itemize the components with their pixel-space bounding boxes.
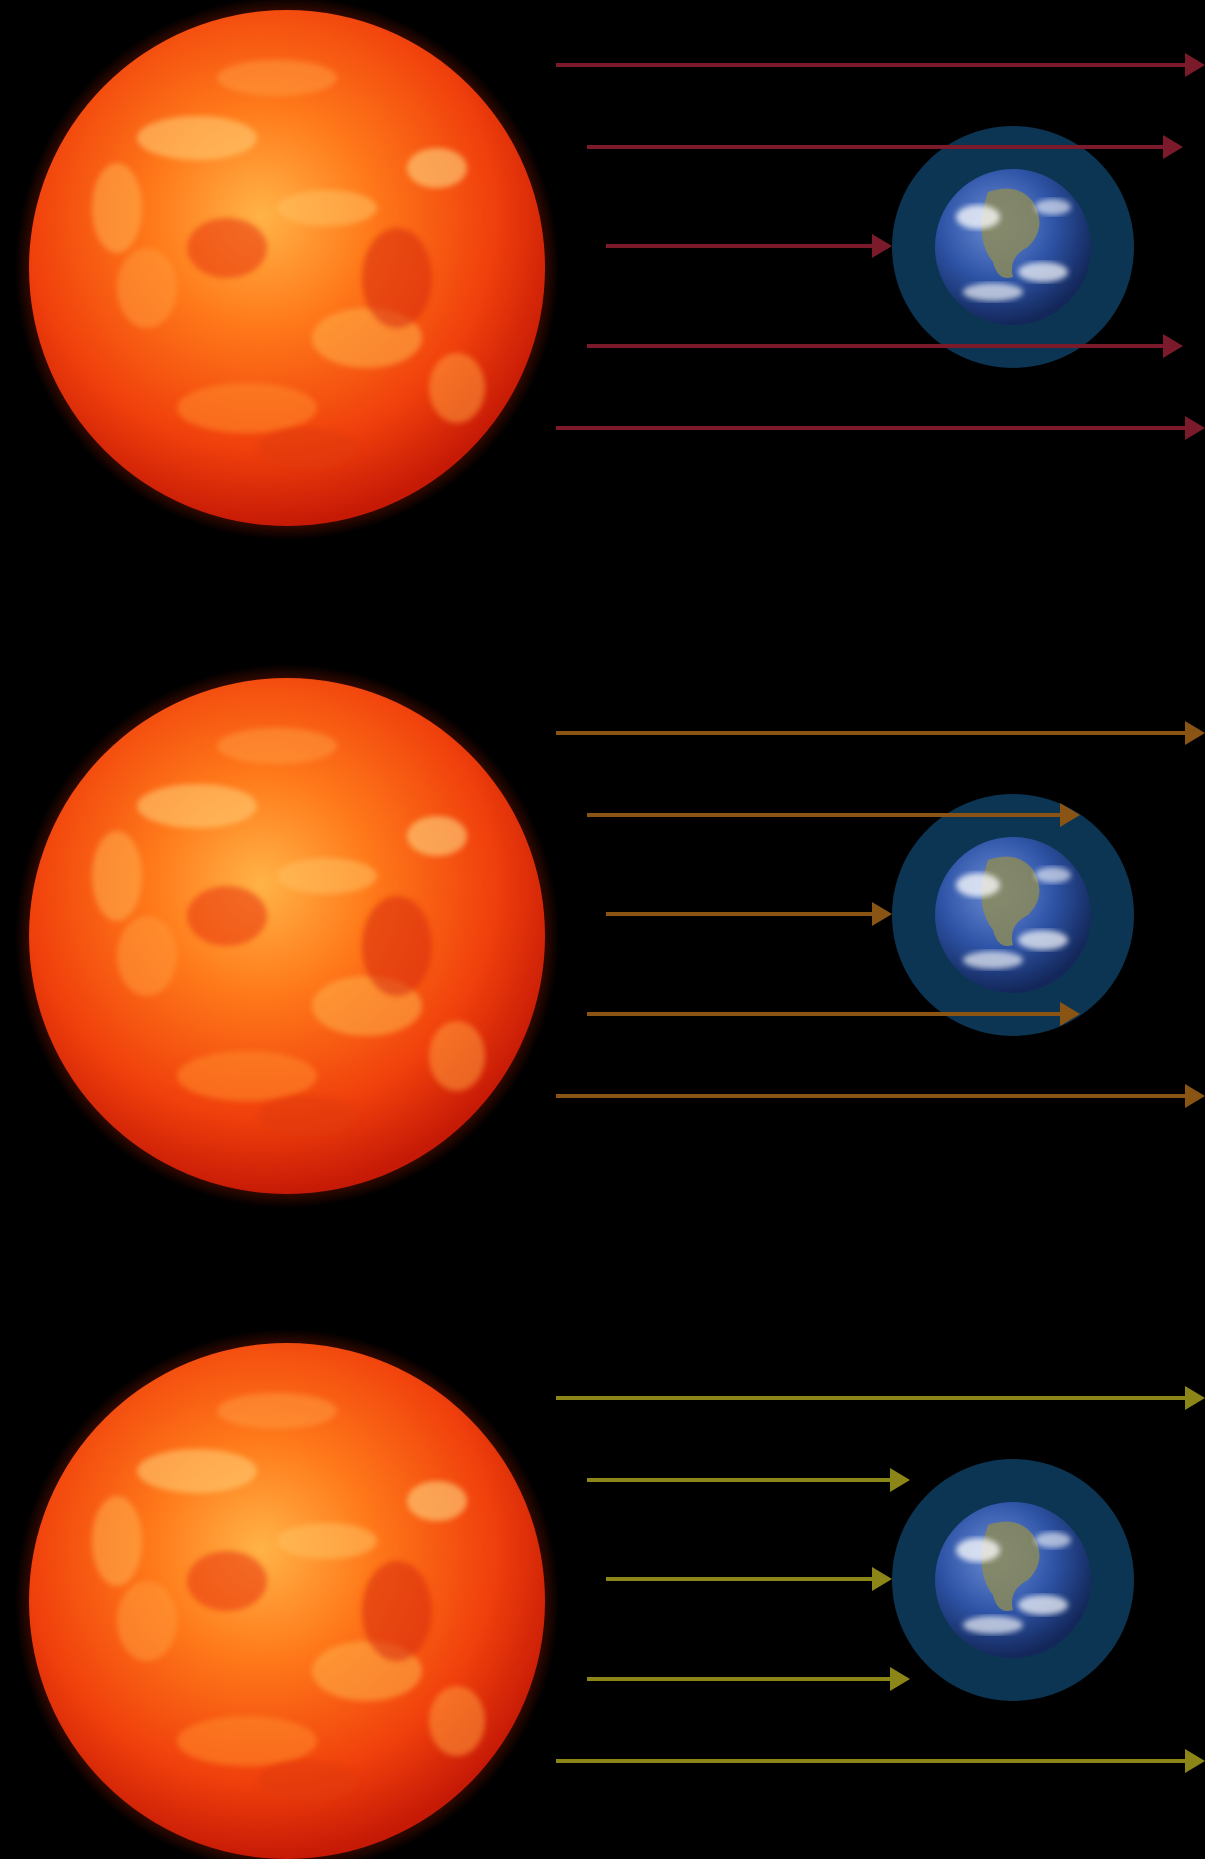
radiation-arrow	[606, 1567, 892, 1591]
earth-icon	[935, 837, 1091, 993]
radiation-arrow	[587, 803, 1080, 827]
radiation-arrow	[556, 1084, 1205, 1108]
radiation-arrow	[587, 334, 1183, 358]
radiation-arrow	[556, 1386, 1205, 1410]
radiation-arrow	[587, 1667, 910, 1691]
radiation-arrow	[556, 1749, 1205, 1773]
sun-icon	[15, 0, 559, 540]
radiation-arrow	[606, 234, 892, 258]
radiation-arrow	[587, 1002, 1080, 1026]
panel-1	[15, 0, 1205, 540]
radiation-arrow	[587, 135, 1183, 159]
radiation-arrow	[556, 721, 1205, 745]
radiation-arrow	[556, 416, 1205, 440]
panel-2	[15, 664, 1205, 1208]
earth-icon	[935, 169, 1091, 325]
radiation-arrow	[606, 902, 892, 926]
panel-3	[15, 1329, 1205, 1859]
earth-icon	[935, 1502, 1091, 1658]
sun-icon	[15, 1329, 559, 1859]
sun-icon	[15, 664, 559, 1208]
radiation-arrow	[556, 53, 1205, 77]
radiation-arrow	[587, 1468, 910, 1492]
